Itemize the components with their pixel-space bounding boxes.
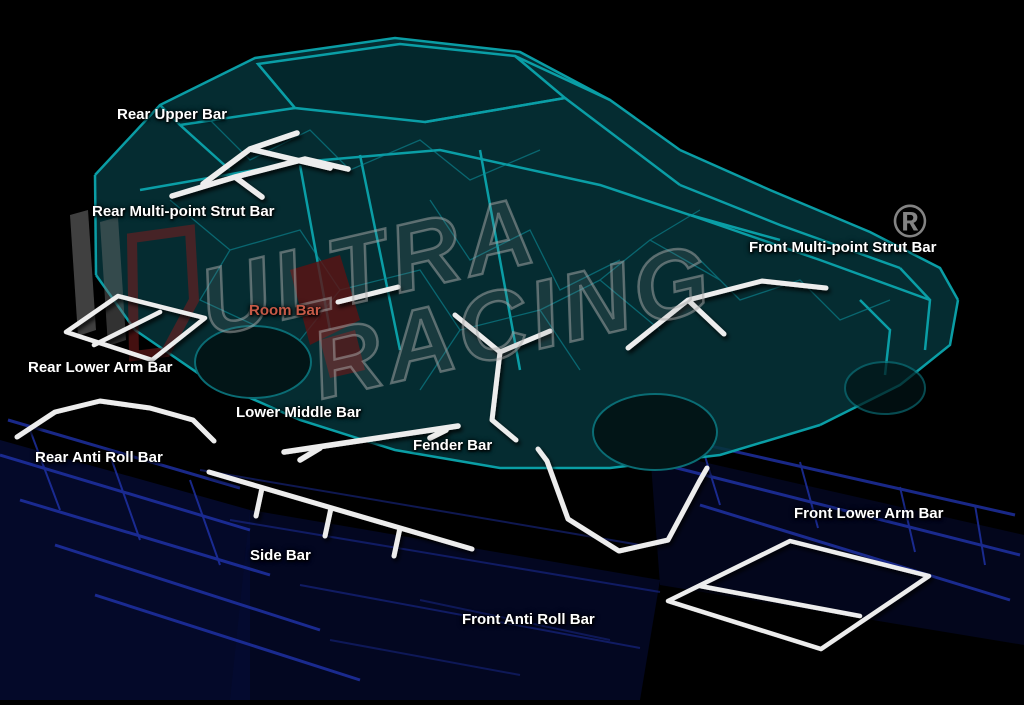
label-front-multi-point-strut-bar: Front Multi-point Strut Bar: [749, 239, 937, 256]
chassis-frame-dark-fill: [0, 440, 1024, 700]
rear-upper-bar-part: [200, 130, 333, 187]
label-rear-multi-point-strut-bar: Rear Multi-point Strut Bar: [92, 203, 275, 220]
label-room-bar: Room Bar: [249, 302, 321, 319]
room-bar-part: [335, 284, 401, 305]
label-lower-middle-bar: Lower Middle Bar: [236, 404, 362, 421]
wheels: [194, 325, 926, 471]
side-bar-part: [206, 469, 475, 559]
label-front-lower-arm-bar: Front Lower Arm Bar: [794, 505, 944, 522]
front-multipoint-strut-bar-part: [625, 278, 829, 351]
label-side-bar: Side Bar: [250, 547, 311, 564]
lower-middle-bar-part: [281, 423, 461, 463]
chassis-frame-blue-lines: [0, 418, 1021, 682]
label-rear-upper-bar: Rear Upper Bar: [117, 106, 228, 123]
registered-trademark-symbol: ®: [893, 195, 927, 247]
strut-bar-parts: [14, 130, 932, 652]
rear-multipoint-strut-bar-part: [169, 156, 351, 200]
car-body-lines: [93, 36, 960, 470]
label-front-anti-roll-bar: Front Anti Roll Bar: [462, 611, 595, 628]
label-rear-lower-arm-bar: Rear Lower Arm Bar: [28, 359, 173, 376]
cabin-red-accent: [290, 255, 365, 378]
front-lower-arm-bar-part: [665, 538, 932, 652]
rear-lower-arm-bar-part: [63, 293, 208, 363]
ultraracing-logo: [70, 210, 200, 362]
fender-bar-part: [452, 312, 553, 443]
label-fender-bar: Fender Bar: [413, 437, 493, 454]
rear-anti-roll-bar-part: [14, 398, 217, 444]
front-anti-roll-bar-part: [535, 446, 710, 554]
label-rear-anti-roll-bar: Rear Anti Roll Bar: [35, 449, 163, 466]
